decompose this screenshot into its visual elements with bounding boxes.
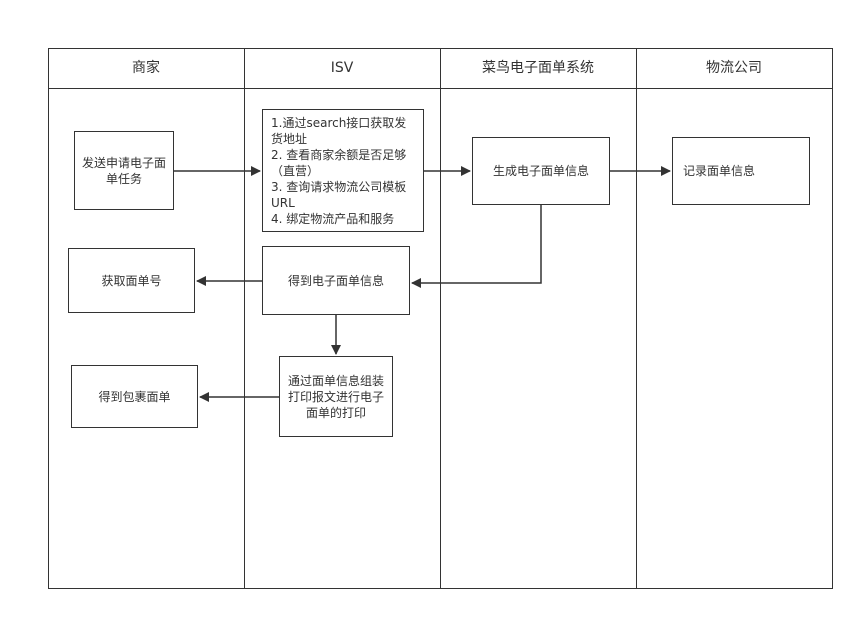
node-generate-info-label: 生成电子面单信息 [492,164,589,178]
lane-title-cainiao: 菜鸟电子面单系统 [482,60,594,76]
arrow-generate-to-waybill-info [411,205,542,288]
node-get-waybill-info-label: 得到电子面单信息 [287,273,384,288]
node-record-info[interactable]: 记录面单信息 [672,137,810,205]
isv-step-3: 3. 查询请求物流公司模板URL [271,179,407,210]
node-get-package-waybill[interactable]: 得到包裹面单 [71,365,198,428]
node-get-package-waybill-label: 得到包裹面单 [98,389,171,404]
node-record-info-label: 记录面单信息 [683,164,756,178]
lane-title-merchant: 商家 [132,60,160,76]
node-isv-steps[interactable]: 1.通过search接口获取发货地址 2. 查看商家余额是否足够（直营） 3. … [262,109,424,232]
node-send-request[interactable]: 发送申请电子面单任务 [74,131,174,210]
lane-divider-2 [440,48,441,588]
node-assemble-print[interactable]: 通过面单信息组装打印报文进行电子面单的打印 [279,356,393,437]
lane-divider-1 [244,48,245,588]
node-get-waybill-info[interactable]: 得到电子面单信息 [262,246,410,315]
node-get-waybill-no[interactable]: 获取面单号 [68,248,195,313]
isv-step-4: 4. 绑定物流产品和服务 [271,211,395,226]
lane-title-isv: ISV [330,60,354,76]
node-get-waybill-no-label: 获取面单号 [101,273,162,288]
lane-title-logistics: 物流公司 [706,60,762,76]
node-generate-info[interactable]: 生成电子面单信息 [472,137,610,205]
isv-step-1: 1.通过search接口获取发货地址 [271,115,407,146]
node-assemble-print-label: 通过面单信息组装打印报文进行电子面单的打印 [288,373,385,420]
node-send-request-label: 发送申请电子面单任务 [81,155,166,186]
isv-step-2: 2. 查看商家余额是否足够（直营） [271,147,407,178]
lane-divider-3 [636,48,637,588]
